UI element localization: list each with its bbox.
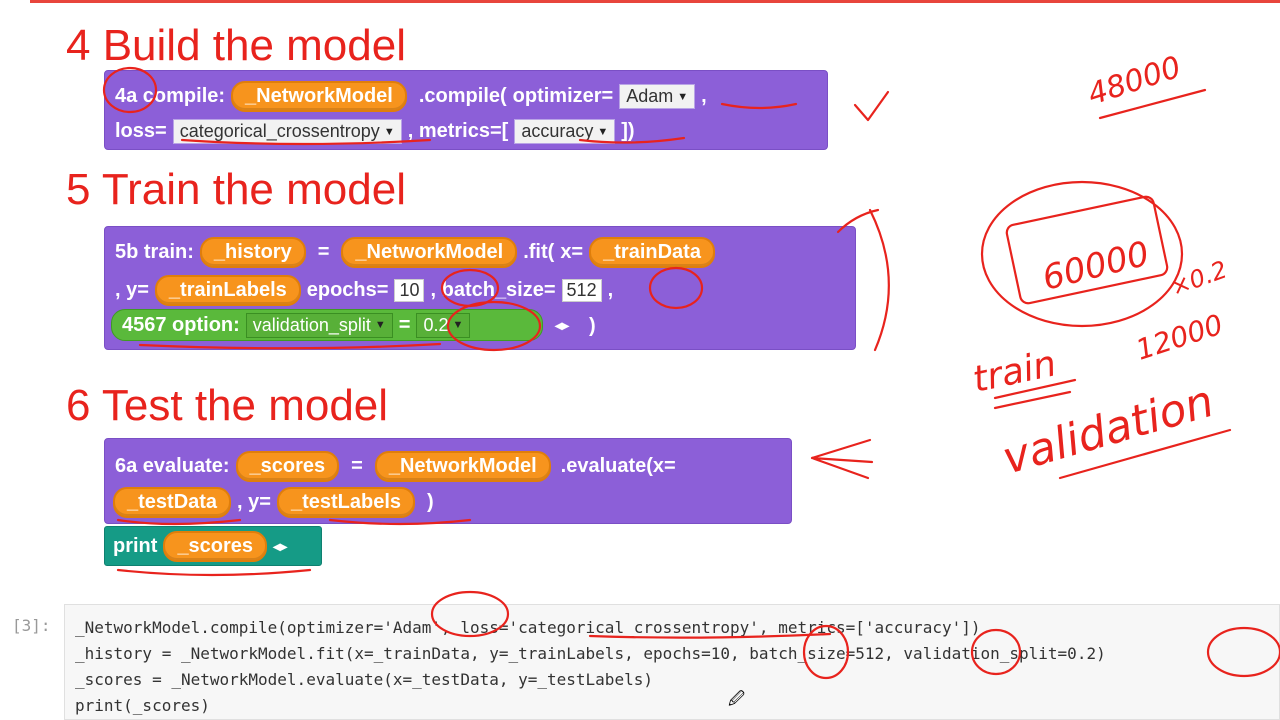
compile-block[interactable]: 4a compile: _NetworkModel .compile( opti…: [104, 70, 828, 150]
compile-method: .compile(: [418, 85, 507, 107]
compile-label: 4a compile:: [115, 85, 226, 107]
section-title-test: 6 Test the model: [66, 381, 389, 430]
comma: ,: [607, 279, 614, 301]
close-paren: ): [589, 315, 596, 337]
annotation-train: train: [969, 343, 1059, 401]
chevron-down-icon: ▼: [677, 90, 689, 103]
loss-dropdown[interactable]: categorical_crossentropy▼: [172, 119, 402, 144]
underline-annotation: [116, 568, 312, 577]
train-labels-variable[interactable]: _trainLabels: [154, 275, 301, 306]
compile-model-variable[interactable]: _NetworkModel: [231, 81, 407, 112]
arrow-annotation: [810, 438, 874, 480]
chevron-down-icon: ▼: [383, 125, 395, 138]
batch-size-label: , batch_size=: [430, 279, 556, 301]
circle-annotation: [980, 180, 1184, 328]
batch-size-input[interactable]: 512: [561, 279, 602, 302]
section-title-build: 4 Build the model: [66, 21, 406, 70]
annotation-x0-2: ×0.2: [1166, 255, 1230, 301]
evaluate-model-variable[interactable]: _NetworkModel: [374, 451, 551, 482]
y-label: , y=: [115, 279, 149, 301]
code-line: print(_scores): [75, 696, 210, 715]
box-annotation: [1005, 195, 1169, 305]
expand-arrows-icon[interactable]: ◂▸: [555, 317, 570, 333]
annotation-48000: 48000: [1084, 50, 1186, 113]
equals-sign: =: [398, 313, 411, 336]
fit-method: .fit(: [523, 241, 555, 263]
loss-label: loss=: [115, 120, 167, 142]
code-text: _NetworkModel.compile(optimizer='Adam', …: [75, 615, 1106, 719]
underline-annotation: [1058, 428, 1232, 480]
evaluate-label: 6a evaluate:: [115, 455, 230, 477]
option-value-dropdown[interactable]: 0.2▼: [416, 312, 471, 338]
equals-sign: =: [317, 241, 330, 263]
close-bracket: ]): [621, 120, 635, 142]
metrics-dropdown[interactable]: accuracy▼: [514, 119, 616, 144]
test-data-variable[interactable]: _testData: [113, 487, 232, 518]
evaluate-method: .evaluate(x=: [560, 455, 676, 477]
annotation-validation: validation: [997, 376, 1219, 485]
option-name-dropdown[interactable]: validation_split▼: [245, 312, 393, 338]
print-block[interactable]: print _scores ◂▸: [104, 526, 322, 566]
epochs-input[interactable]: 10: [394, 279, 425, 302]
cursor-icon: 🖉: [728, 691, 746, 708]
test-labels-variable[interactable]: _testLabels: [276, 487, 416, 518]
checkmark-annotation: [853, 90, 890, 122]
code-line: _history = _NetworkModel.fit(x=_trainDat…: [75, 644, 1106, 663]
annotation-12000: 12000: [1132, 308, 1227, 367]
print-label: print: [113, 534, 158, 557]
option-block[interactable]: 4567 option: validation_split▼ = 0.2▼: [111, 309, 543, 341]
optimizer-dropdown[interactable]: Adam▼: [619, 84, 696, 109]
train-data-variable[interactable]: _trainData: [589, 237, 715, 268]
x-label: x=: [560, 241, 584, 263]
chevron-down-icon: ▼: [374, 319, 386, 331]
metrics-label: , metrics=[: [407, 120, 509, 142]
chevron-down-icon: ▼: [597, 125, 609, 138]
y-label: , y=: [237, 491, 271, 513]
cell-prompt: [3]:: [12, 616, 51, 635]
chevron-down-icon: ▼: [452, 319, 464, 331]
section-title-train: 5 Train the model: [66, 165, 406, 214]
epochs-label: epochs=: [306, 279, 389, 301]
code-line: _NetworkModel.compile(optimizer='Adam', …: [75, 618, 981, 637]
train-model-variable[interactable]: _NetworkModel: [341, 237, 518, 268]
evaluate-block[interactable]: 6a evaluate: _scores = _NetworkModel .ev…: [104, 438, 792, 524]
annotation-60000: 60000: [1039, 234, 1154, 299]
history-variable[interactable]: _history: [199, 237, 306, 268]
close-paren: ): [427, 491, 434, 513]
top-accent-bar: [30, 0, 1280, 3]
underline-annotation: [993, 390, 1072, 410]
option-label: 4567 option:: [122, 313, 240, 336]
underline-annotation: [993, 378, 1077, 400]
bracket-annotation: [868, 208, 890, 352]
train-label: 5b train:: [115, 241, 194, 263]
code-cell[interactable]: _NetworkModel.compile(optimizer='Adam', …: [64, 604, 1280, 720]
train-block[interactable]: 5b train: _history = _NetworkModel .fit(…: [104, 226, 856, 350]
scores-variable[interactable]: _scores: [235, 451, 340, 482]
equals-sign: =: [351, 455, 363, 477]
optimizer-label: optimizer=: [512, 85, 614, 107]
expand-arrows-icon[interactable]: ◂▸: [273, 537, 288, 554]
code-line: _scores = _NetworkModel.evaluate(x=_test…: [75, 670, 653, 689]
comma: ,: [701, 85, 707, 107]
underline-annotation: [1098, 88, 1207, 120]
print-scores-variable[interactable]: _scores: [163, 530, 268, 562]
